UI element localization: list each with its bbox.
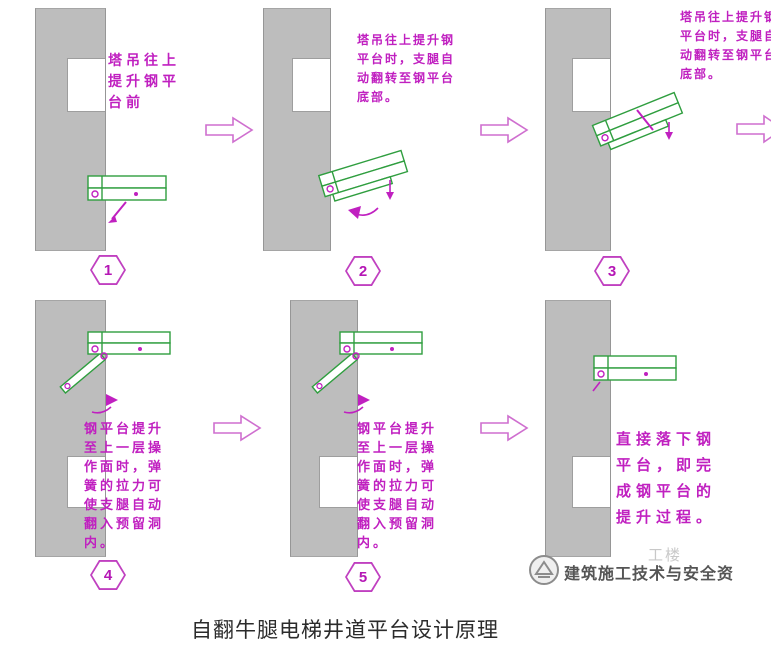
- step-note: 钢平台提升 至上一层操 作面时，弹 簧的拉力可 使支腿自动 翻入预留洞 内。: [357, 421, 438, 550]
- wall-notch: [67, 58, 105, 112]
- step-number-badge: 3: [594, 255, 630, 287]
- step-note: 塔吊往上 提升钢平 台前: [108, 52, 180, 110]
- step-number: 5: [358, 568, 368, 586]
- next-step-arrow-icon: [213, 414, 262, 442]
- step-number-badge: 1: [90, 254, 126, 286]
- next-step-arrow-icon: [480, 414, 529, 442]
- wall-notch: [67, 456, 105, 508]
- step-number-badge: 4: [90, 559, 126, 591]
- steel-platform-step2-drawing: [317, 149, 409, 219]
- shaft-wall: [545, 300, 611, 557]
- steel-platform-step3-drawing: [591, 91, 684, 151]
- watermark-text: 建筑施工技术与安全资: [564, 566, 735, 583]
- step-note: 塔吊往上提升钢 平台时，支腿自 动翻转至钢平台 底部。: [680, 10, 771, 81]
- steel-platform-step5-drawing: [311, 331, 423, 414]
- wall-notch: [572, 58, 610, 112]
- step-number-badge: 2: [345, 255, 381, 287]
- next-step-arrow-icon: [736, 114, 771, 144]
- next-step-arrow-icon: [480, 116, 529, 144]
- watermark-logo-icon: [529, 555, 559, 585]
- step-note: 钢平台提升 至上一层操 作面时，弹 簧的拉力可 使支腿自动 翻入预留洞 内。: [84, 421, 165, 550]
- wall-notch: [292, 58, 330, 112]
- shaft-wall: [35, 300, 106, 557]
- faint-watermark-text: 工楼: [648, 547, 683, 564]
- step-note: 塔吊往上提升钢 平台时，支腿自 动翻转至钢平台 底部。: [357, 33, 456, 104]
- steel-platform-step4-drawing: [59, 331, 171, 414]
- shaft-wall: [263, 8, 331, 251]
- step-number: 1: [103, 261, 113, 279]
- step-number-badge: 5: [345, 561, 381, 593]
- next-step-arrow-icon: [205, 116, 254, 144]
- wall-notch: [319, 456, 357, 508]
- shaft-wall: [35, 8, 106, 251]
- steel-platform-step6-drawing: [592, 355, 677, 392]
- steel-platform-step1-drawing: [87, 175, 167, 223]
- step-note: 直接落下钢 平台，即完 成钢平台的 提升过程。: [616, 431, 717, 526]
- wall-notch: [572, 456, 610, 508]
- step-number: 2: [358, 262, 368, 280]
- step-number: 4: [103, 566, 113, 584]
- diagram-caption: 自翻牛腿电梯井道平台设计原理: [191, 619, 499, 642]
- step-number: 3: [607, 262, 617, 280]
